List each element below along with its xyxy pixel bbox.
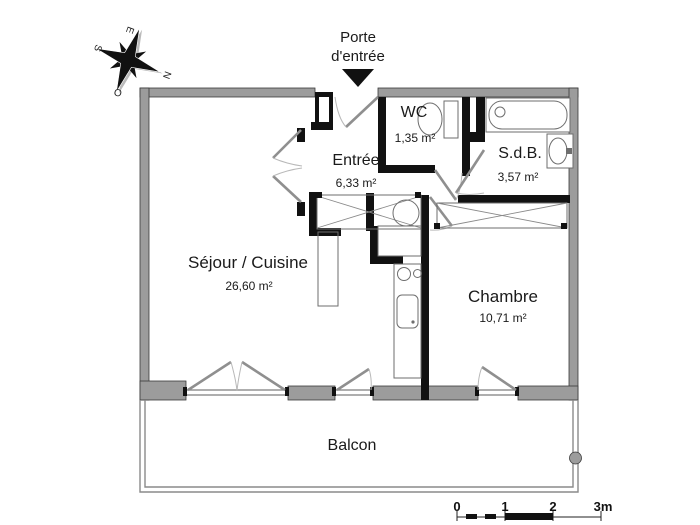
closet-hinge2 xyxy=(415,192,421,198)
wc-left-wall xyxy=(378,97,386,173)
doors xyxy=(272,96,486,231)
toilet-bowl xyxy=(417,102,443,136)
duct-cap xyxy=(311,122,333,130)
burner-small-icon xyxy=(413,269,422,278)
window-chambre-glass xyxy=(478,389,518,396)
scale-tick-0: 0 xyxy=(453,499,460,514)
wall-left xyxy=(139,87,150,401)
compass-east-label: E xyxy=(123,25,136,35)
compass-south-label: S xyxy=(91,43,104,53)
room-labels: WC 1,35 m² Entrée 6,33 m² S.d.B. 3,57 m²… xyxy=(188,104,542,454)
scale-dash1 xyxy=(466,514,477,519)
entrance-door-arc xyxy=(334,96,347,128)
wall-bottom-pier3 xyxy=(517,385,579,401)
entree-closet-hatch xyxy=(316,195,422,229)
room-label-chambre: Chambre xyxy=(468,287,538,306)
room-label-entree: Entrée xyxy=(332,152,379,169)
room-area-sdb: 3,57 m² xyxy=(498,170,539,184)
closet-hinge4 xyxy=(561,223,567,229)
wall-top-left xyxy=(139,87,316,98)
chambre-door-arc xyxy=(429,225,453,231)
wc-door-leaf xyxy=(433,169,458,201)
wall-bottom-pier1 xyxy=(287,385,336,401)
entrance-label-line2: d'entrée xyxy=(331,48,385,65)
compass-rose: N S E O xyxy=(91,25,173,100)
fixtures xyxy=(316,97,574,400)
balcony-rail-outer xyxy=(139,400,579,493)
kitchen-sink-drain-icon xyxy=(411,320,415,324)
window-jambs xyxy=(183,387,519,396)
sdb-wall-stub xyxy=(470,132,485,142)
water-heater-icon xyxy=(392,199,420,227)
room-label-balcon: Balcon xyxy=(328,437,377,454)
entrance-label-line1: Porte xyxy=(340,29,376,46)
scale-solid-segment xyxy=(505,513,553,520)
scale-tick-2: 2 xyxy=(549,499,556,514)
burner-large-icon xyxy=(397,267,411,281)
kitchen-side-counter xyxy=(317,231,339,307)
entrance-arrow-icon xyxy=(342,69,374,87)
wall-top-right xyxy=(377,87,579,98)
kitchen-niche xyxy=(377,225,422,257)
bathtub xyxy=(485,97,571,133)
scale-tick-3: 3m xyxy=(594,499,613,514)
compass-north-label: N xyxy=(160,70,173,81)
wall-bottom-corner xyxy=(139,380,187,401)
chambre-closet-hatch xyxy=(436,202,568,229)
hall-west-stub-bottom xyxy=(297,202,305,216)
closet-hinge3 xyxy=(434,223,440,229)
entrance-door-leaf xyxy=(345,96,379,128)
kitchen-niche-bottom-wall xyxy=(370,256,403,264)
wc-sdb-duct-right xyxy=(476,97,485,132)
sdb-door-leaf xyxy=(454,149,486,194)
scale-tick-1: 1 xyxy=(501,499,508,514)
closet-left-wall xyxy=(309,192,317,236)
kitchen-chambre-wall xyxy=(421,195,429,390)
room-area-sejour: 26,60 m² xyxy=(225,279,272,293)
chambre-door-leaf xyxy=(428,196,454,227)
bathtub-drain-icon xyxy=(494,106,506,118)
scale-dash2 xyxy=(485,514,496,519)
exterior-walls xyxy=(139,87,579,401)
balcony xyxy=(139,400,582,493)
entree-closet xyxy=(316,194,422,230)
wc-bottom-wall xyxy=(386,165,435,173)
chambre-closet xyxy=(436,202,568,229)
kitchen-niche-left-wall xyxy=(370,226,378,264)
entry-duct-inner xyxy=(319,97,329,125)
wc-sdb-duct-left xyxy=(462,97,470,176)
sejour-door-leaf2 xyxy=(272,175,302,203)
compass-star-long xyxy=(95,27,161,93)
kitchen-sink xyxy=(396,294,419,329)
sejour-door-arc2 xyxy=(272,167,303,177)
window-kitchen-glass xyxy=(335,389,373,396)
compass-west-label: O xyxy=(112,87,123,100)
sdb-sink-tap-icon xyxy=(566,148,572,154)
window-swings xyxy=(187,360,517,392)
kitchen-wall-foot xyxy=(421,385,429,400)
scale-bar: 0 1 2 3m xyxy=(453,499,612,521)
room-area-chambre: 10,71 m² xyxy=(479,311,526,325)
sejour-door-arc1 xyxy=(272,157,303,167)
room-label-wc: WC xyxy=(401,104,428,121)
room-label-sejour: Séjour / Cuisine xyxy=(188,253,308,272)
toilet-tank xyxy=(443,100,459,139)
balcony-rail-inner xyxy=(144,400,574,488)
hall-west-stub-top xyxy=(297,128,305,142)
room-area-entree: 6,33 m² xyxy=(336,176,377,190)
balcony-post-icon xyxy=(569,451,582,465)
closet-hinge1 xyxy=(316,192,322,198)
windows xyxy=(183,360,519,396)
chambre-top-wall xyxy=(458,195,570,203)
kitchen-counter xyxy=(393,263,422,379)
entrance-label: Porte d'entrée xyxy=(331,29,385,87)
room-label-sdb: S.d.B. xyxy=(498,145,542,162)
bathtub-inner xyxy=(488,100,568,130)
room-area-wc: 1,35 m² xyxy=(395,131,436,145)
sejour-door-leaf1 xyxy=(272,129,302,159)
sdb-door-arc xyxy=(455,192,485,195)
